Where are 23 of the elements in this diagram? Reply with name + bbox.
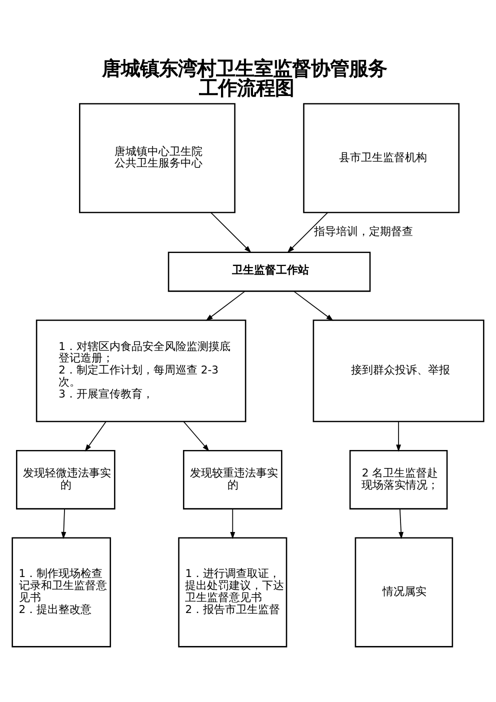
arrow [61, 508, 66, 539]
node-box: 1．进行调查取证，提出处罚建议，下达卫生监督意见书 2．报告市卫生监督 [178, 536, 288, 647]
node-box: 1．对辖区内食品安全风险监测摸底登记造册； 2．制定工作计划，每周巡查 2-3 次。 3．开展宣传教育， [36, 319, 246, 422]
node-box: 卫生监督工作站 [168, 251, 371, 292]
arrow [230, 508, 236, 539]
arrow [84, 420, 106, 451]
node-box: 发现较重违法事实的 [182, 449, 282, 509]
arrow [183, 420, 210, 451]
arrow [287, 212, 328, 252]
node-box: 接到群众投诉、举报 [312, 319, 484, 422]
node-box: 1．制作现场检查记录和卫生监督意见书 2．提出整改意 [12, 536, 112, 647]
node-box: 情况属实 [354, 536, 454, 647]
arrow [210, 212, 252, 252]
arrow [206, 290, 246, 320]
arrow [293, 290, 334, 320]
node-box: 2 名卫生监督赴现场落实情况； [349, 449, 448, 509]
node-box: 唐城镇中心卫生院 公共卫生服务中心 [79, 102, 236, 213]
node-box: 发现轻微违法事实的 [16, 449, 116, 509]
edge-label: 指导培训，定期督查 [314, 224, 414, 238]
arrow [398, 508, 404, 539]
node-box: 县市卫生监督机构 [303, 102, 460, 213]
arrow [396, 420, 402, 452]
diagram-title: 唐城镇东湾村卫生室监督协管服务工作流程图 [102, 56, 388, 99]
